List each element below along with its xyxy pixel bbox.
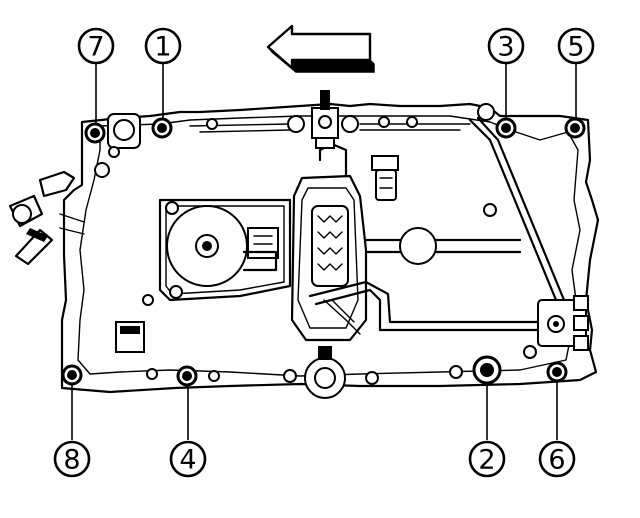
callout-3: 3 bbox=[487, 27, 525, 65]
top-center-fitting bbox=[287, 90, 359, 149]
callout-1: 1 bbox=[144, 27, 182, 65]
direction-arrow-left-icon bbox=[266, 24, 375, 73]
perimeter-bosses bbox=[206, 103, 495, 382]
bolt-3 bbox=[495, 117, 517, 139]
bolt-2 bbox=[472, 355, 502, 385]
callout-8-label: 8 bbox=[63, 445, 80, 476]
callout-5: 5 bbox=[557, 27, 595, 65]
bolt-6 bbox=[546, 361, 568, 383]
top-left-boss bbox=[94, 113, 141, 178]
center-plenum bbox=[290, 142, 368, 342]
callout-1-label: 1 bbox=[154, 32, 171, 63]
manifold-bolts bbox=[61, 117, 586, 387]
callout-2: 2 bbox=[468, 440, 506, 478]
callout-4: 4 bbox=[169, 440, 207, 478]
map-sensor bbox=[371, 155, 399, 201]
callout-7: 7 bbox=[77, 27, 115, 65]
callout-8: 8 bbox=[53, 440, 91, 478]
egr-port bbox=[364, 227, 522, 265]
callout-leaders bbox=[71, 64, 577, 440]
bottom-center-fitting bbox=[283, 346, 379, 399]
left-side-fitting bbox=[8, 170, 85, 266]
fuel-lines bbox=[308, 116, 566, 335]
callouts: 1 2 3 4 5 6 7 8 bbox=[53, 27, 595, 478]
bolt-1 bbox=[151, 117, 173, 139]
callout-5-label: 5 bbox=[567, 32, 584, 63]
callout-6-label: 6 bbox=[548, 445, 565, 476]
callout-2-label: 2 bbox=[478, 445, 495, 476]
callout-3-label: 3 bbox=[497, 32, 514, 63]
bolt-8 bbox=[61, 364, 83, 386]
lower-left-block bbox=[115, 294, 158, 380]
bolt-4 bbox=[176, 365, 198, 387]
callout-6: 6 bbox=[538, 440, 576, 478]
right-side-fittings bbox=[523, 295, 589, 359]
bolt-5 bbox=[564, 117, 586, 139]
throttle-body bbox=[158, 198, 292, 302]
callout-7-label: 7 bbox=[87, 32, 104, 63]
bolt-7 bbox=[84, 122, 106, 144]
callout-4-label: 4 bbox=[179, 445, 196, 476]
